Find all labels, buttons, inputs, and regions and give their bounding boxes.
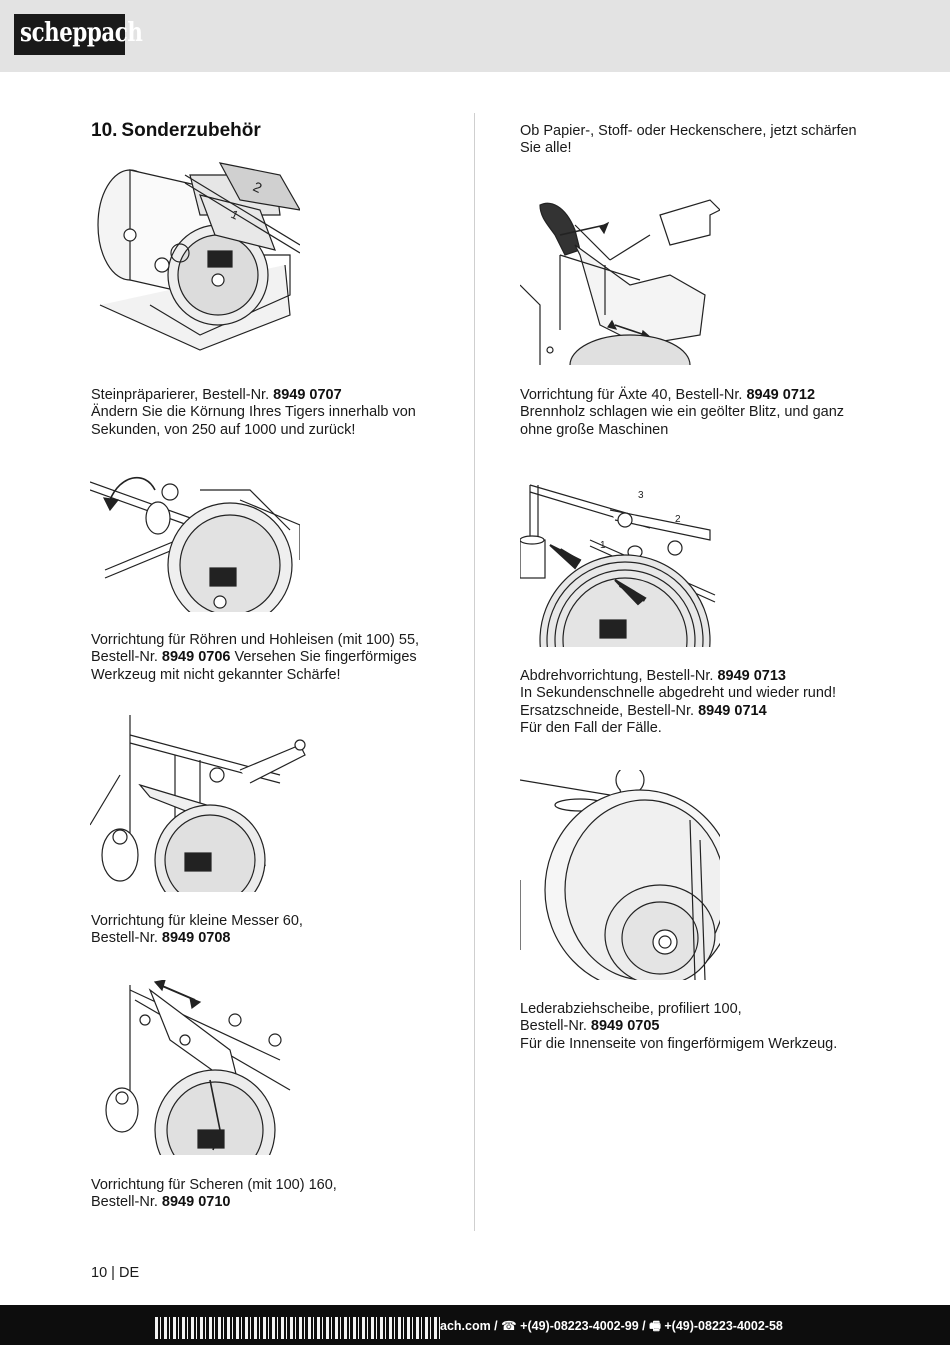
text-stone-preparer: Steinpräparierer, Bestell-Nr. 8949 0707 …: [91, 387, 416, 438]
text-truing-device: Abdrehvorrichtung, Bestell-Nr. 8949 0713…: [520, 668, 837, 737]
figure-truing-device: 3 2 1: [520, 480, 720, 647]
scheppach-logo: scheppach: [14, 14, 143, 55]
text-axe-jig: Vorrichtung für Äxte 40, Bestell-Nr. 894…: [520, 387, 845, 438]
section-title: 10.Sonderzubehör: [91, 120, 261, 141]
figure-knife-jig: [90, 715, 310, 892]
footer-obscured-strip: [155, 1317, 440, 1339]
figure-scissors-jig: [90, 980, 305, 1155]
text-scissors-jig: Vorrichtung für Scheren (mit 100) 160, B…: [91, 1177, 337, 1211]
footer-contact: ach.com / ☎ +(49)-08223-4002-99 / 🖷 +(49…: [440, 1319, 783, 1333]
svg-text:1: 1: [600, 540, 606, 551]
figure-tube-jig: [90, 470, 300, 612]
page-number: 10 | DE: [91, 1265, 140, 1281]
figure-leather-wheel: [520, 770, 720, 980]
column-divider: [474, 113, 475, 1231]
svg-text:3: 3: [638, 490, 644, 501]
text-leather-wheel: Lederabziehscheibe, profiliert 100, Best…: [520, 1001, 838, 1052]
figure-stone-preparer: 2 1: [90, 155, 300, 370]
text-intro: Ob Papier-, Stoff- oder Heckenschere, je…: [520, 123, 857, 157]
text-knife-jig: Vorrichtung für kleine Messer 60, Bestel…: [91, 913, 303, 947]
figure-axe-jig: [520, 195, 720, 365]
page-footer: ach.com / ☎ +(49)-08223-4002-99 / 🖷 +(49…: [0, 1305, 950, 1345]
svg-text:2: 2: [675, 514, 681, 525]
text-tube-jig: Vorrichtung für Röhren und Hohleisen (mi…: [91, 632, 420, 683]
page-header: scheppach: [0, 0, 950, 72]
